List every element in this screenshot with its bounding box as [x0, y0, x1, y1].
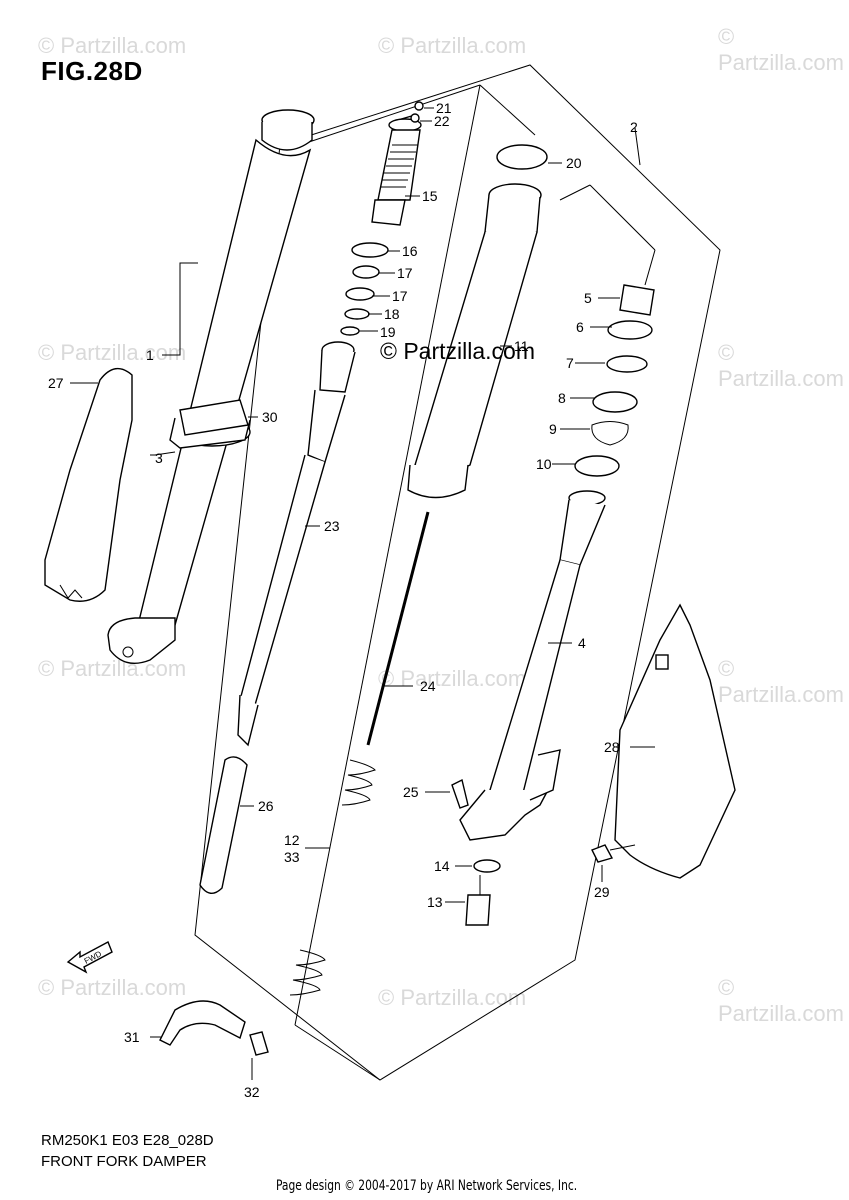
- watermark-low-mid: © Partzilla.com: [378, 666, 527, 691]
- watermark-bottom-left: © Partzilla.com: [38, 975, 187, 1000]
- fork-guard-left: [44, 367, 133, 602]
- part-label-5[interactable]: 5: [584, 290, 592, 306]
- assembly-box-outline: [194, 64, 721, 1081]
- watermark-low-left: © Partzilla.com: [38, 656, 187, 681]
- ring-17b: [345, 287, 375, 301]
- part-label-15[interactable]: 15: [422, 188, 438, 204]
- part-label-25[interactable]: 25: [403, 784, 419, 800]
- part-label-18[interactable]: 18: [384, 306, 400, 322]
- watermark-low-right: © Partzilla.com: [718, 656, 844, 707]
- ring-18: [344, 308, 370, 320]
- bleed-bolt: [451, 778, 469, 809]
- footer-copyright: Page design © 2004-2017 by ARI Network S…: [276, 1178, 578, 1194]
- part-label-13[interactable]: 13: [427, 894, 443, 910]
- bushing-5: [619, 284, 655, 316]
- part-label-8[interactable]: 8: [558, 390, 566, 406]
- watermark-center: © Partzilla.com: [380, 338, 535, 364]
- base-valve: [465, 875, 491, 926]
- dust-seal-10: [574, 455, 620, 477]
- watermark-mid-right: © Partzilla.com: [718, 340, 844, 391]
- watermark-top-left: © Partzilla.com: [38, 33, 187, 58]
- part-label-9[interactable]: 9: [549, 421, 557, 437]
- part-label-14[interactable]: 14: [434, 858, 450, 874]
- figure-title: FIG.28D: [41, 56, 143, 86]
- lower-tube: [459, 490, 606, 841]
- clamp-30: [179, 399, 249, 436]
- spring: [289, 759, 376, 996]
- part-label-19[interactable]: 19: [380, 324, 396, 340]
- part-label-12[interactable]: 12: [284, 832, 300, 848]
- damper-tube: [237, 341, 356, 747]
- ring-17a: [352, 265, 380, 279]
- part-label-24[interactable]: 24: [420, 678, 436, 694]
- clamp-31: [159, 1000, 246, 1046]
- part-label-6[interactable]: 6: [576, 319, 584, 335]
- part-label-30[interactable]: 30: [262, 409, 278, 425]
- ring-16: [351, 242, 389, 258]
- stopper-ring-9: [591, 421, 629, 446]
- watermark-top-right: © Partzilla.com: [718, 24, 844, 75]
- part-label-21[interactable]: 21: [436, 100, 452, 116]
- part-label-3[interactable]: 3: [155, 450, 163, 466]
- inner-tube: [407, 183, 542, 499]
- leader-lines: [70, 107, 655, 1080]
- part-label-17a[interactable]: 17: [397, 265, 413, 281]
- part-label-2[interactable]: 2: [630, 119, 638, 135]
- fwd-arrow: FWD: [66, 941, 113, 974]
- watermark-mid-left: © Partzilla.com: [38, 340, 187, 365]
- o-ring-14: [473, 859, 501, 873]
- rod: [366, 511, 430, 746]
- figure-name: FRONT FORK DAMPER: [41, 1153, 207, 1170]
- fork-guard-right: [614, 603, 736, 879]
- watermark-bottom-mid: © Partzilla.com: [378, 985, 527, 1010]
- part-label-20[interactable]: 20: [566, 155, 582, 171]
- part-label-23[interactable]: 23: [324, 518, 340, 534]
- o-ring-20: [496, 144, 548, 170]
- part-label-33[interactable]: 33: [284, 849, 300, 865]
- watermark-bottom-right: © Partzilla.com: [718, 975, 844, 1026]
- part-label-27[interactable]: 27: [48, 375, 64, 391]
- part-label-17b[interactable]: 17: [392, 288, 408, 304]
- part-label-11[interactable]: 11: [514, 338, 529, 354]
- part-label-7[interactable]: 7: [566, 355, 574, 371]
- ring-19: [340, 326, 360, 336]
- washer-7: [606, 355, 648, 373]
- bushing-6: [607, 320, 653, 340]
- guard-bolt: [591, 844, 614, 863]
- part-label-16[interactable]: 16: [402, 243, 418, 259]
- oil-lock-piece: [199, 756, 248, 894]
- part-label-10[interactable]: 10: [536, 456, 552, 472]
- part-label-4[interactable]: 4: [578, 635, 586, 651]
- part-label-22[interactable]: 22: [434, 113, 450, 129]
- part-label-28[interactable]: 28: [604, 739, 620, 755]
- part-label-1[interactable]: 1: [146, 347, 154, 363]
- part-label-31[interactable]: 31: [124, 1029, 140, 1045]
- part-label-29[interactable]: 29: [594, 884, 610, 900]
- part-label-26[interactable]: 26: [258, 798, 274, 814]
- damper-cartridge: [371, 101, 424, 226]
- part-label-32[interactable]: 32: [244, 1084, 260, 1100]
- watermark-top-mid: © Partzilla.com: [378, 33, 527, 58]
- oil-seal-8: [592, 391, 638, 413]
- figure-code: RM250K1 E03 E28_028D: [41, 1132, 214, 1149]
- clamp-bolt: [249, 1031, 269, 1056]
